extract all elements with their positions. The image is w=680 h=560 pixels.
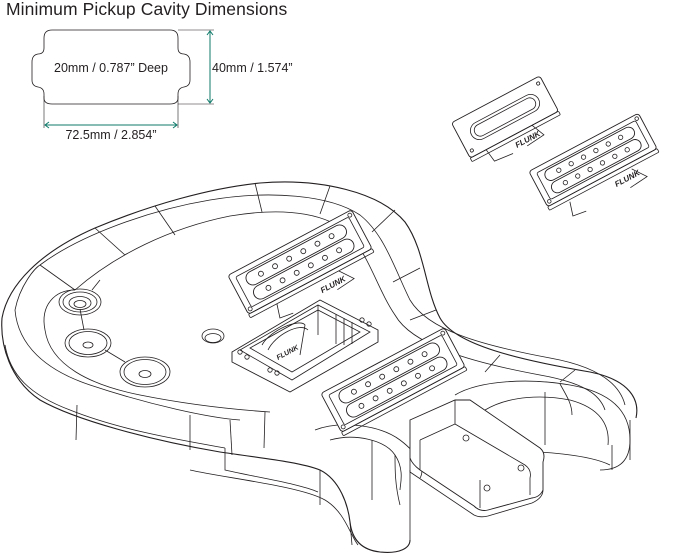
floating-pickup-brand: FLUNK: [613, 168, 642, 189]
cavity-dimension-diagram: 20mm / 0.787” Deep 40mm / 1.574” 72.5mm …: [31, 29, 293, 142]
guitar-body: [1, 181, 638, 553]
bridge-humbucker-pickup: [321, 328, 468, 436]
height-label: 40mm / 1.574”: [212, 61, 293, 75]
jack-hole: [201, 328, 225, 344]
knob-cavity-3: [119, 356, 171, 388]
knob-cavity-2: [64, 328, 112, 358]
control-knob-cavities: [58, 279, 225, 388]
width-label: 72.5mm / 2.854”: [65, 128, 156, 142]
empty-pickup-cavity: FLUNK: [231, 299, 379, 393]
neck-pickup-brand: FLUNK: [319, 274, 348, 295]
pickup-mounting-ring: FLUNK: [452, 76, 561, 162]
screw-holes: [237, 317, 372, 376]
diagram-title: Minimum Pickup Cavity Dimensions: [6, 0, 288, 19]
neck-pocket: [409, 399, 545, 511]
floating-humbucker-pickup: FLUNK: [529, 113, 660, 217]
depth-label: 20mm / 0.787” Deep: [54, 61, 168, 75]
cavity-outline: [31, 29, 191, 105]
neck-humbucker-pickup: FLUNK: [228, 210, 375, 319]
